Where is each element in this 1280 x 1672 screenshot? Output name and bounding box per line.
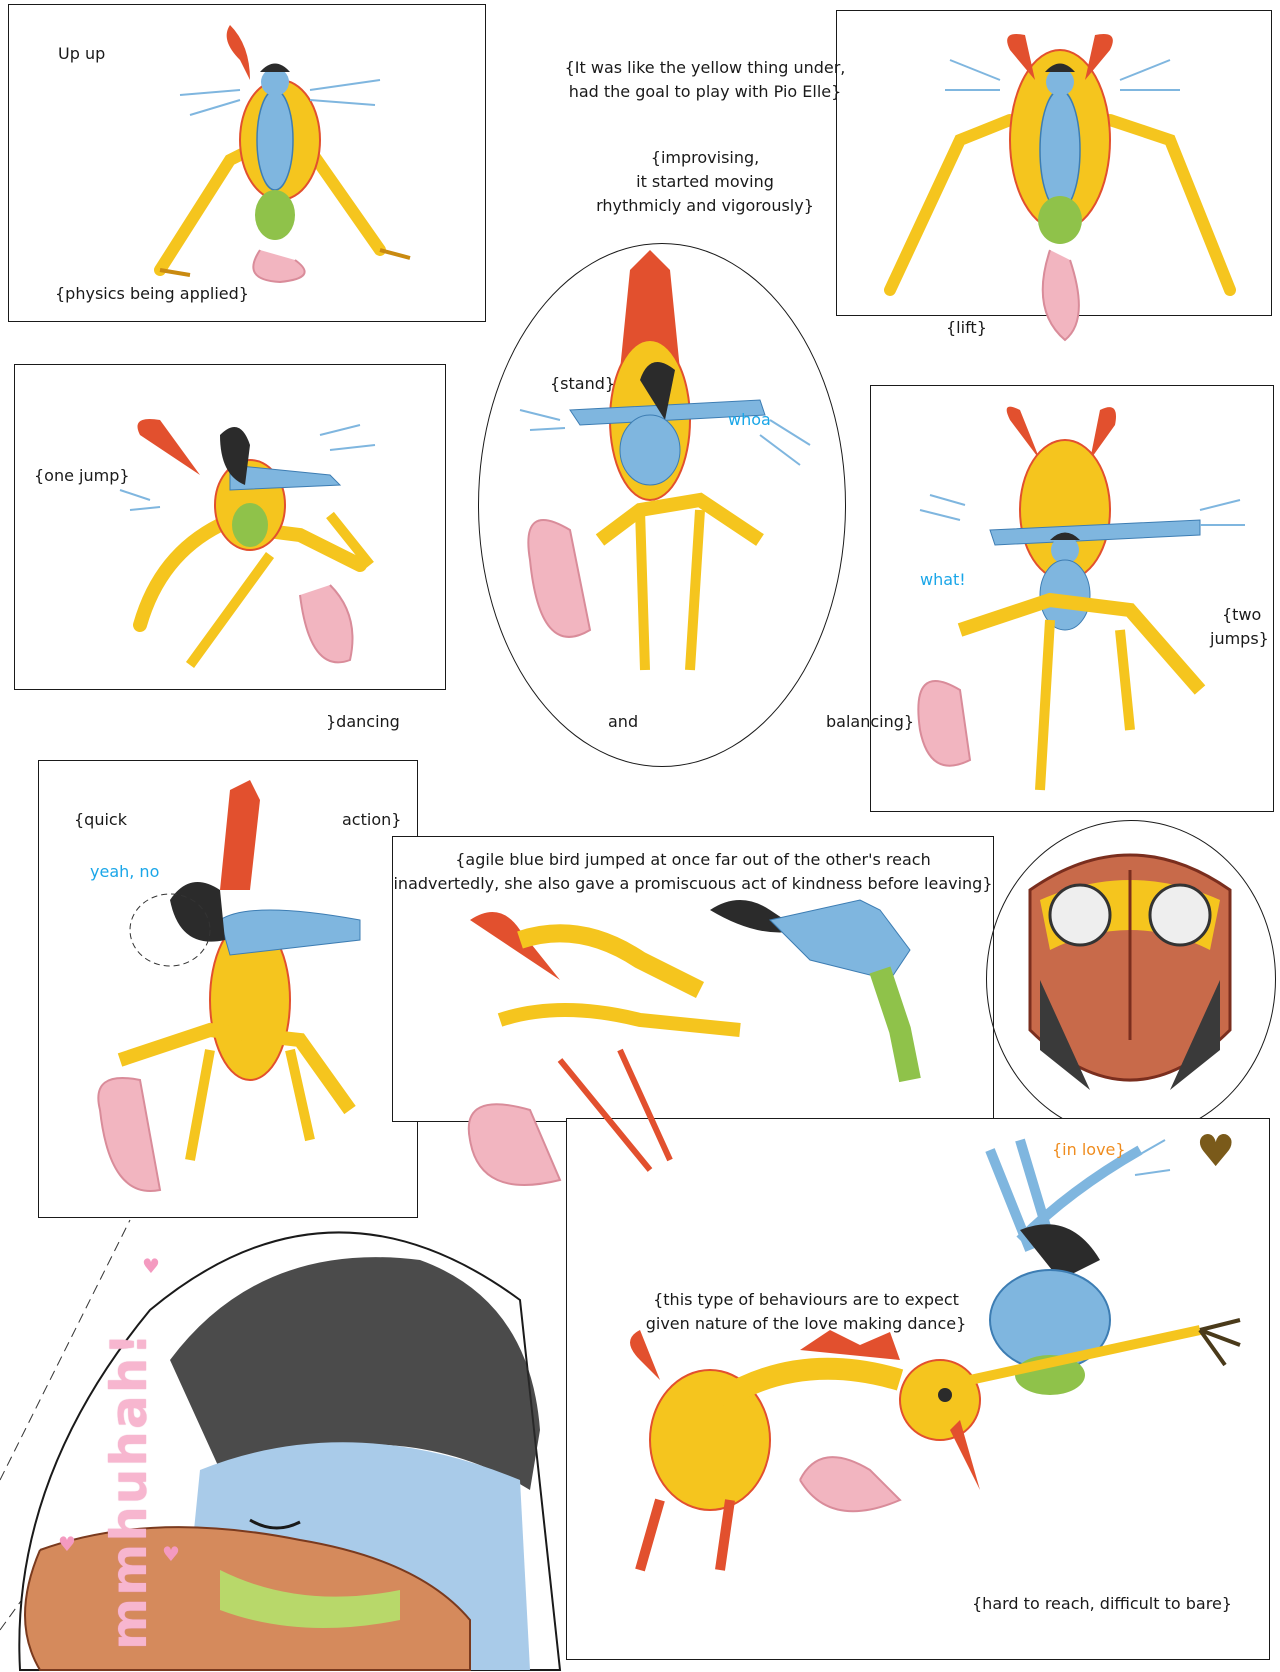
falling-blue-bird-illustration [985,1138,1171,1395]
closeup-face-illustration [0,1219,562,1671]
panel-stand-illustration [519,250,811,671]
caption-dancing: }dancing [326,712,400,731]
caption-hard-to-reach: {hard to reach, difficult to bare} [972,1594,1232,1613]
caption-jumps: jumps} [1210,629,1269,648]
caption-lift: {lift} [946,318,987,337]
sfx-mmhuhah: mmhuhah! [100,1330,158,1650]
panel-one-jump-illustration [119,419,376,668]
pink-heart-icon-top: ♥ [142,1254,160,1278]
panel-hard-to-reach-illustration [630,1318,1241,1572]
panel-lift-illustration [884,34,1236,342]
caption-improvising-line1: {improvising, [650,148,760,167]
caption-yellow-thing-line1: {It was like the yellow thing under, [564,58,846,77]
panel1-birds-illustration [154,25,411,284]
caption-agile-blue-bird: {agile blue bird jumped at once far out … [392,848,994,896]
face-closeup-illustration [1028,853,1232,1090]
caption-improvising: {improvising, it started moving rhythmic… [575,146,835,218]
caption-and: and [608,712,639,731]
caption-behaviours-line2: given nature of the love making dance} [645,1314,967,1333]
caption-two: {two [1222,605,1262,624]
panel-quick-action-illustration [97,780,361,1192]
pink-heart-icon-side: ♥ [162,1542,180,1566]
caption-agile-line1: {agile blue bird jumped at once far out … [455,850,931,869]
caption-one-jump: {one jump} [34,466,130,485]
brown-heart-icon: ♥ [1196,1126,1236,1177]
caption-quick: {quick [74,810,127,829]
panel-agile-jump-illustration [467,899,921,1186]
caption-stand: {stand} [550,374,616,393]
caption-improvising-line3: rhythmicly and vigorously} [596,196,814,215]
pink-heart-icon-bottom: ♥ [58,1532,76,1556]
caption-improvising-line2: it started moving [636,172,774,191]
caption-behaviours: {this type of behaviours are to expect g… [566,1288,1046,1336]
speech-whoa: whoa [728,410,771,429]
speech-yeah-no: yeah, no [90,862,160,881]
caption-behaviours-line1: {this type of behaviours are to expect [653,1290,959,1309]
caption-balancing: balancing} [826,712,915,731]
caption-physics-applied: {physics being applied} [55,284,249,303]
speech-what: what! [920,570,966,589]
caption-up-up: Up up [58,44,106,63]
caption-action: action} [342,810,402,829]
caption-agile-line2: inadvertedly, she also gave a promiscuou… [393,874,993,893]
caption-yellow-thing: {It was like the yellow thing under, had… [560,56,850,104]
caption-yellow-thing-line2: had the goal to play with Pio Elle} [568,82,842,101]
panel-two-jumps-illustration [917,406,1245,791]
panel-stand-ellipse [478,243,846,767]
speech-in-love: {in love} [1052,1140,1126,1159]
